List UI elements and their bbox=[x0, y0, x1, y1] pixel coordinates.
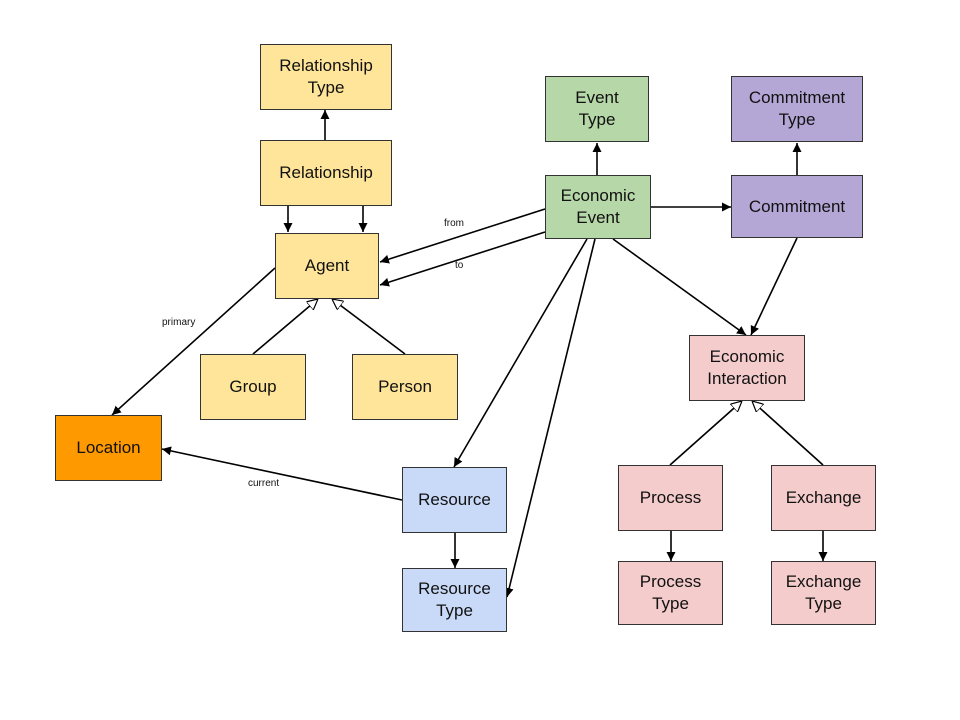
edge-event-to-agent-from bbox=[379, 208, 546, 264]
edge-event-to-agent-to bbox=[379, 231, 546, 287]
edge-commitment-to-interaction bbox=[750, 237, 798, 336]
edge-event-to-resource-type bbox=[504, 238, 596, 598]
relationship-node: Relationship bbox=[260, 140, 392, 206]
exchange-node: Exchange bbox=[771, 465, 876, 531]
economic-interaction-node: Economic Interaction bbox=[689, 335, 805, 401]
edge-label-to: to bbox=[455, 260, 464, 271]
process-node: Process bbox=[618, 465, 723, 531]
relationship-type-node: Relationship Type bbox=[260, 44, 392, 110]
commitment-type-node: Commitment Type bbox=[731, 76, 863, 142]
location-node: Location bbox=[55, 415, 162, 481]
group-node: Group bbox=[200, 354, 306, 420]
edge-person-to-agent bbox=[332, 299, 406, 355]
process-type-node: Process Type bbox=[618, 561, 723, 625]
person-node: Person bbox=[352, 354, 458, 420]
commitment-node: Commitment bbox=[731, 175, 863, 238]
exchange-type-node: Exchange Type bbox=[771, 561, 876, 625]
edge-group-to-agent bbox=[252, 299, 318, 355]
event-type-node: Event Type bbox=[545, 76, 649, 142]
edge-exchange-to-interaction bbox=[752, 401, 824, 466]
edge-process-to-interaction bbox=[669, 401, 742, 466]
edge-agent-to-location bbox=[111, 267, 276, 416]
edge-event-to-interaction bbox=[612, 238, 747, 336]
edge-event-to-resource bbox=[453, 238, 588, 468]
economic-event-node: Economic Event bbox=[545, 175, 651, 239]
edge-label-primary: primary bbox=[162, 317, 196, 328]
edge-label-current: current bbox=[248, 478, 280, 489]
resource-node: Resource bbox=[402, 467, 507, 533]
agent-node: Agent bbox=[275, 233, 379, 299]
edge-resource-to-location bbox=[161, 446, 403, 501]
resource-type-node: Resource Type bbox=[402, 568, 507, 632]
edge-label-from: from bbox=[444, 218, 464, 229]
